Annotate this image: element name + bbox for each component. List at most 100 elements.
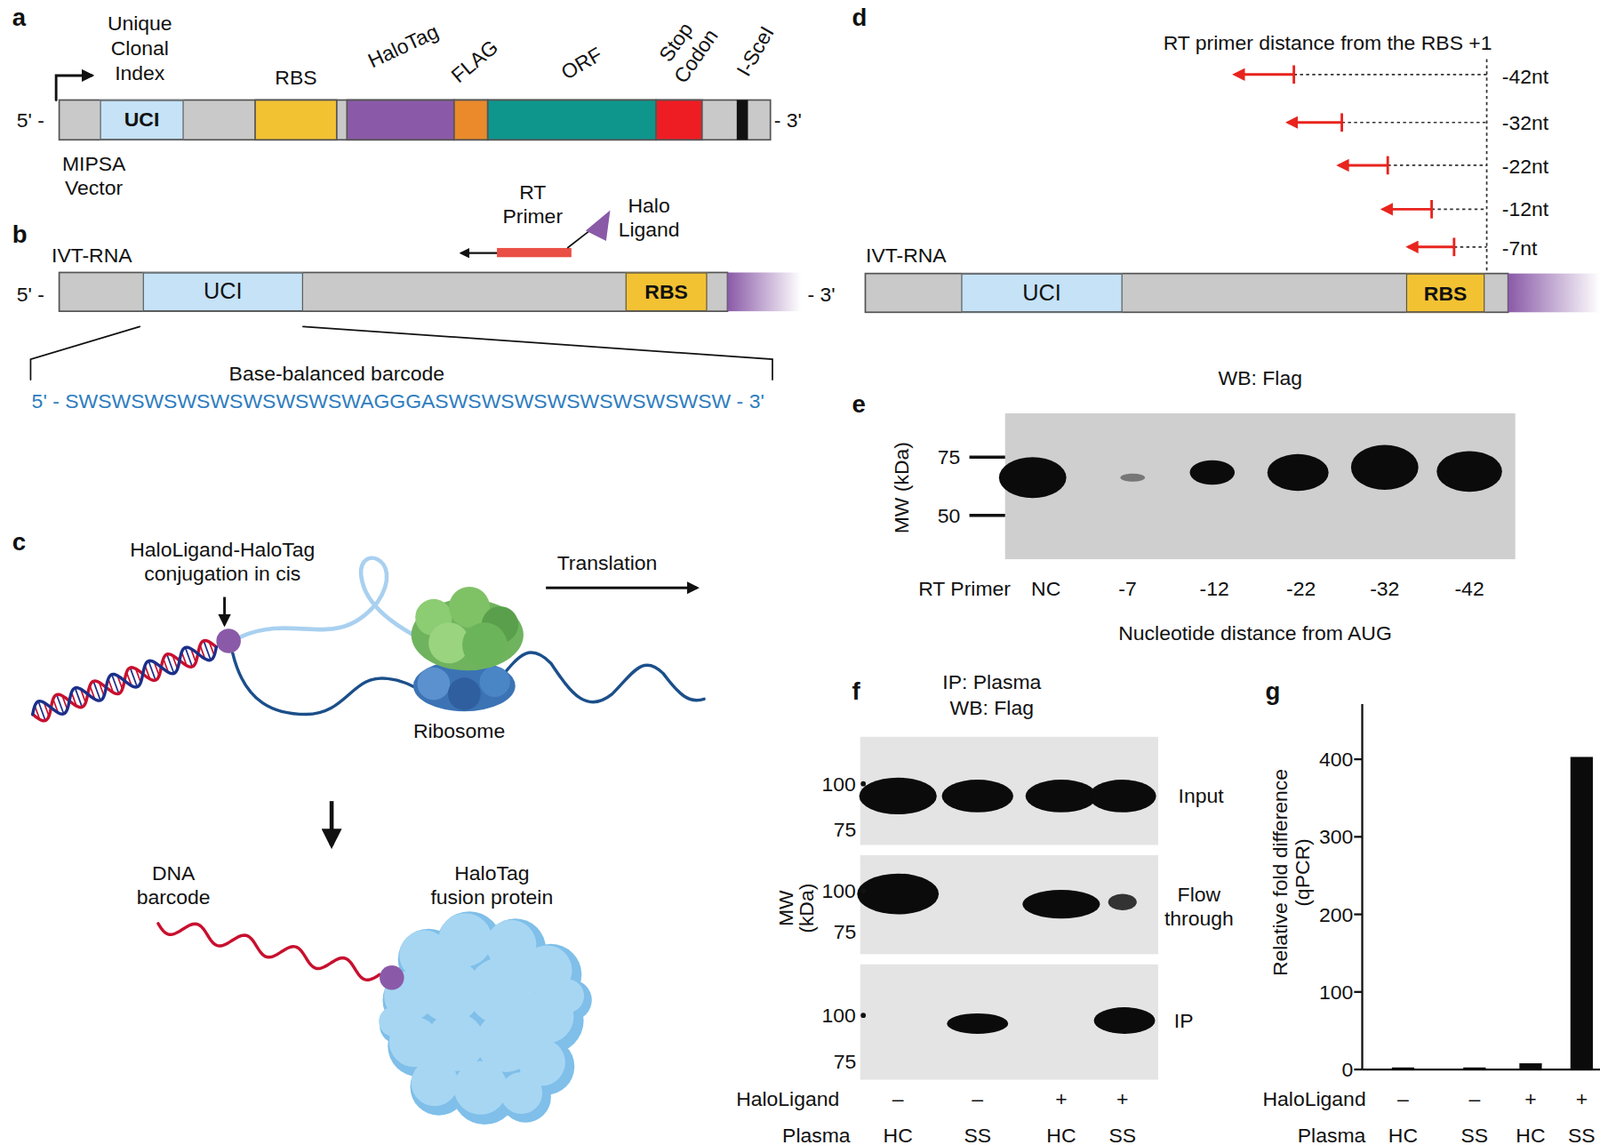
text-label: WB: Flag	[950, 695, 1034, 720]
primer-tick	[1452, 237, 1456, 256]
flag-segment	[454, 100, 488, 141]
segment-label: RBS	[1424, 280, 1467, 304]
halo-ligand-bead	[379, 965, 405, 991]
iscei-segment	[736, 100, 749, 141]
text-label: 0	[1341, 1056, 1353, 1082]
segment-label: UCI	[203, 278, 242, 305]
ribosome-lobe	[448, 677, 481, 711]
primer-arrow	[1338, 164, 1388, 168]
blot-band	[942, 779, 1014, 813]
y-tick	[1353, 912, 1362, 915]
text-label: Translation	[557, 550, 658, 576]
text-label: 5' -	[16, 108, 45, 134]
distance-dots	[1342, 121, 1488, 124]
qpcr-bar	[1463, 1067, 1486, 1070]
text-label: 100	[1319, 979, 1353, 1005]
text-label: SS	[1460, 1122, 1488, 1145]
blot-band	[1190, 460, 1236, 486]
panel-letter: g	[1264, 677, 1280, 707]
text-label: –	[1468, 1087, 1480, 1112]
rna-bar	[59, 272, 728, 312]
text-label: DNA barcode	[132, 860, 215, 910]
mw-marker-dot	[860, 888, 866, 894]
primer-tick	[1292, 64, 1296, 84]
blot-band	[999, 456, 1067, 498]
mrna-strand	[500, 652, 705, 703]
text-label: HC	[1046, 1122, 1076, 1145]
y-tick	[1353, 835, 1362, 838]
text-label: -42	[1454, 576, 1484, 602]
text-label: 5' - SWSWSWSWSWSWSWSWSWAGGGASWSWSWSWSWSW…	[32, 388, 765, 414]
halotag-fade	[727, 272, 801, 312]
ligand-linker	[567, 230, 590, 248]
rt-primer	[496, 248, 572, 257]
text-label: 400	[1319, 746, 1353, 772]
primer-tick	[1340, 112, 1344, 132]
text-label: 75	[833, 817, 857, 843]
mw-marker-dot	[860, 1012, 866, 1018]
blot-band	[859, 777, 937, 815]
halotag-segment	[346, 100, 455, 141]
text-label: HC	[883, 1122, 913, 1145]
text-label: SS	[963, 1122, 992, 1145]
text-label: -42nt	[1502, 64, 1549, 89]
protein-blob-highlight	[411, 1059, 459, 1107]
dna-barcode-strand	[158, 923, 380, 980]
text-label: HaloLigand-HaloTag conjugation in cis	[110, 536, 336, 586]
segment-label: RBS	[644, 280, 688, 304]
text-label: IP: Plasma	[942, 669, 1041, 695]
blot-band	[856, 873, 939, 915]
y-tick	[1353, 1068, 1362, 1071]
dna-strand	[32, 640, 217, 721]
text-label: WB: Flag	[1218, 365, 1303, 391]
text-label: 75	[833, 919, 857, 944]
blot-band	[1351, 445, 1419, 491]
dna-strand	[32, 647, 217, 715]
text-label: Plasma	[782, 1122, 851, 1145]
blot-band	[1120, 473, 1145, 482]
text-label: RT primer distance from the RBS +1	[1163, 30, 1493, 56]
text-label: 300	[1319, 824, 1353, 850]
primer-arrow	[1234, 72, 1295, 76]
panel-letter: a	[12, 3, 26, 33]
qpcr-bar	[1570, 756, 1593, 1070]
text-label: -12	[1199, 576, 1229, 602]
blot-band	[1436, 450, 1502, 492]
translation-arrow	[545, 586, 697, 590]
distance-dots	[1387, 164, 1487, 167]
text-label: 50	[937, 503, 961, 528]
text-label: HC	[1388, 1122, 1418, 1145]
protein-blob-highlight	[378, 1006, 409, 1037]
protein-blob-highlight	[500, 1072, 543, 1114]
sequence-segment: RBS	[1406, 273, 1485, 313]
text-label: 75	[833, 1048, 857, 1074]
halo-ligand-triangle	[585, 209, 611, 240]
text-label: Base-balanced barcode	[229, 360, 446, 386]
rbs-position-line	[1486, 59, 1488, 274]
vector-bar	[59, 100, 771, 141]
blot-band	[1088, 779, 1157, 813]
text-label: HaloTag fusion protein	[426, 860, 558, 910]
panel-letter: d	[852, 3, 868, 33]
text-label: -32nt	[1502, 110, 1549, 136]
text-label: Ribosome	[413, 718, 505, 744]
rotated-label: MW (kDa)	[775, 877, 816, 939]
text-label: 100	[821, 878, 856, 904]
primer-arrow	[1382, 208, 1432, 211]
rotated-label: MW (kDa)	[888, 441, 914, 534]
primer-tick	[1430, 200, 1433, 219]
text-label: +	[1055, 1087, 1067, 1112]
rotated-label: Relative fold difference (qPCR)	[1268, 750, 1314, 996]
product-arrow	[329, 800, 335, 845]
text-label: IVT-RNA	[865, 242, 947, 268]
mw-tick	[969, 456, 1006, 459]
text-label: RT Primer	[496, 179, 568, 229]
text-label: -22	[1286, 576, 1316, 602]
text-label: HaloLigand	[1262, 1087, 1366, 1112]
text-label: SS	[1108, 1122, 1136, 1145]
blot-band	[1022, 889, 1100, 919]
blot-band	[1108, 894, 1137, 911]
text-label: Plasma	[1297, 1122, 1367, 1145]
